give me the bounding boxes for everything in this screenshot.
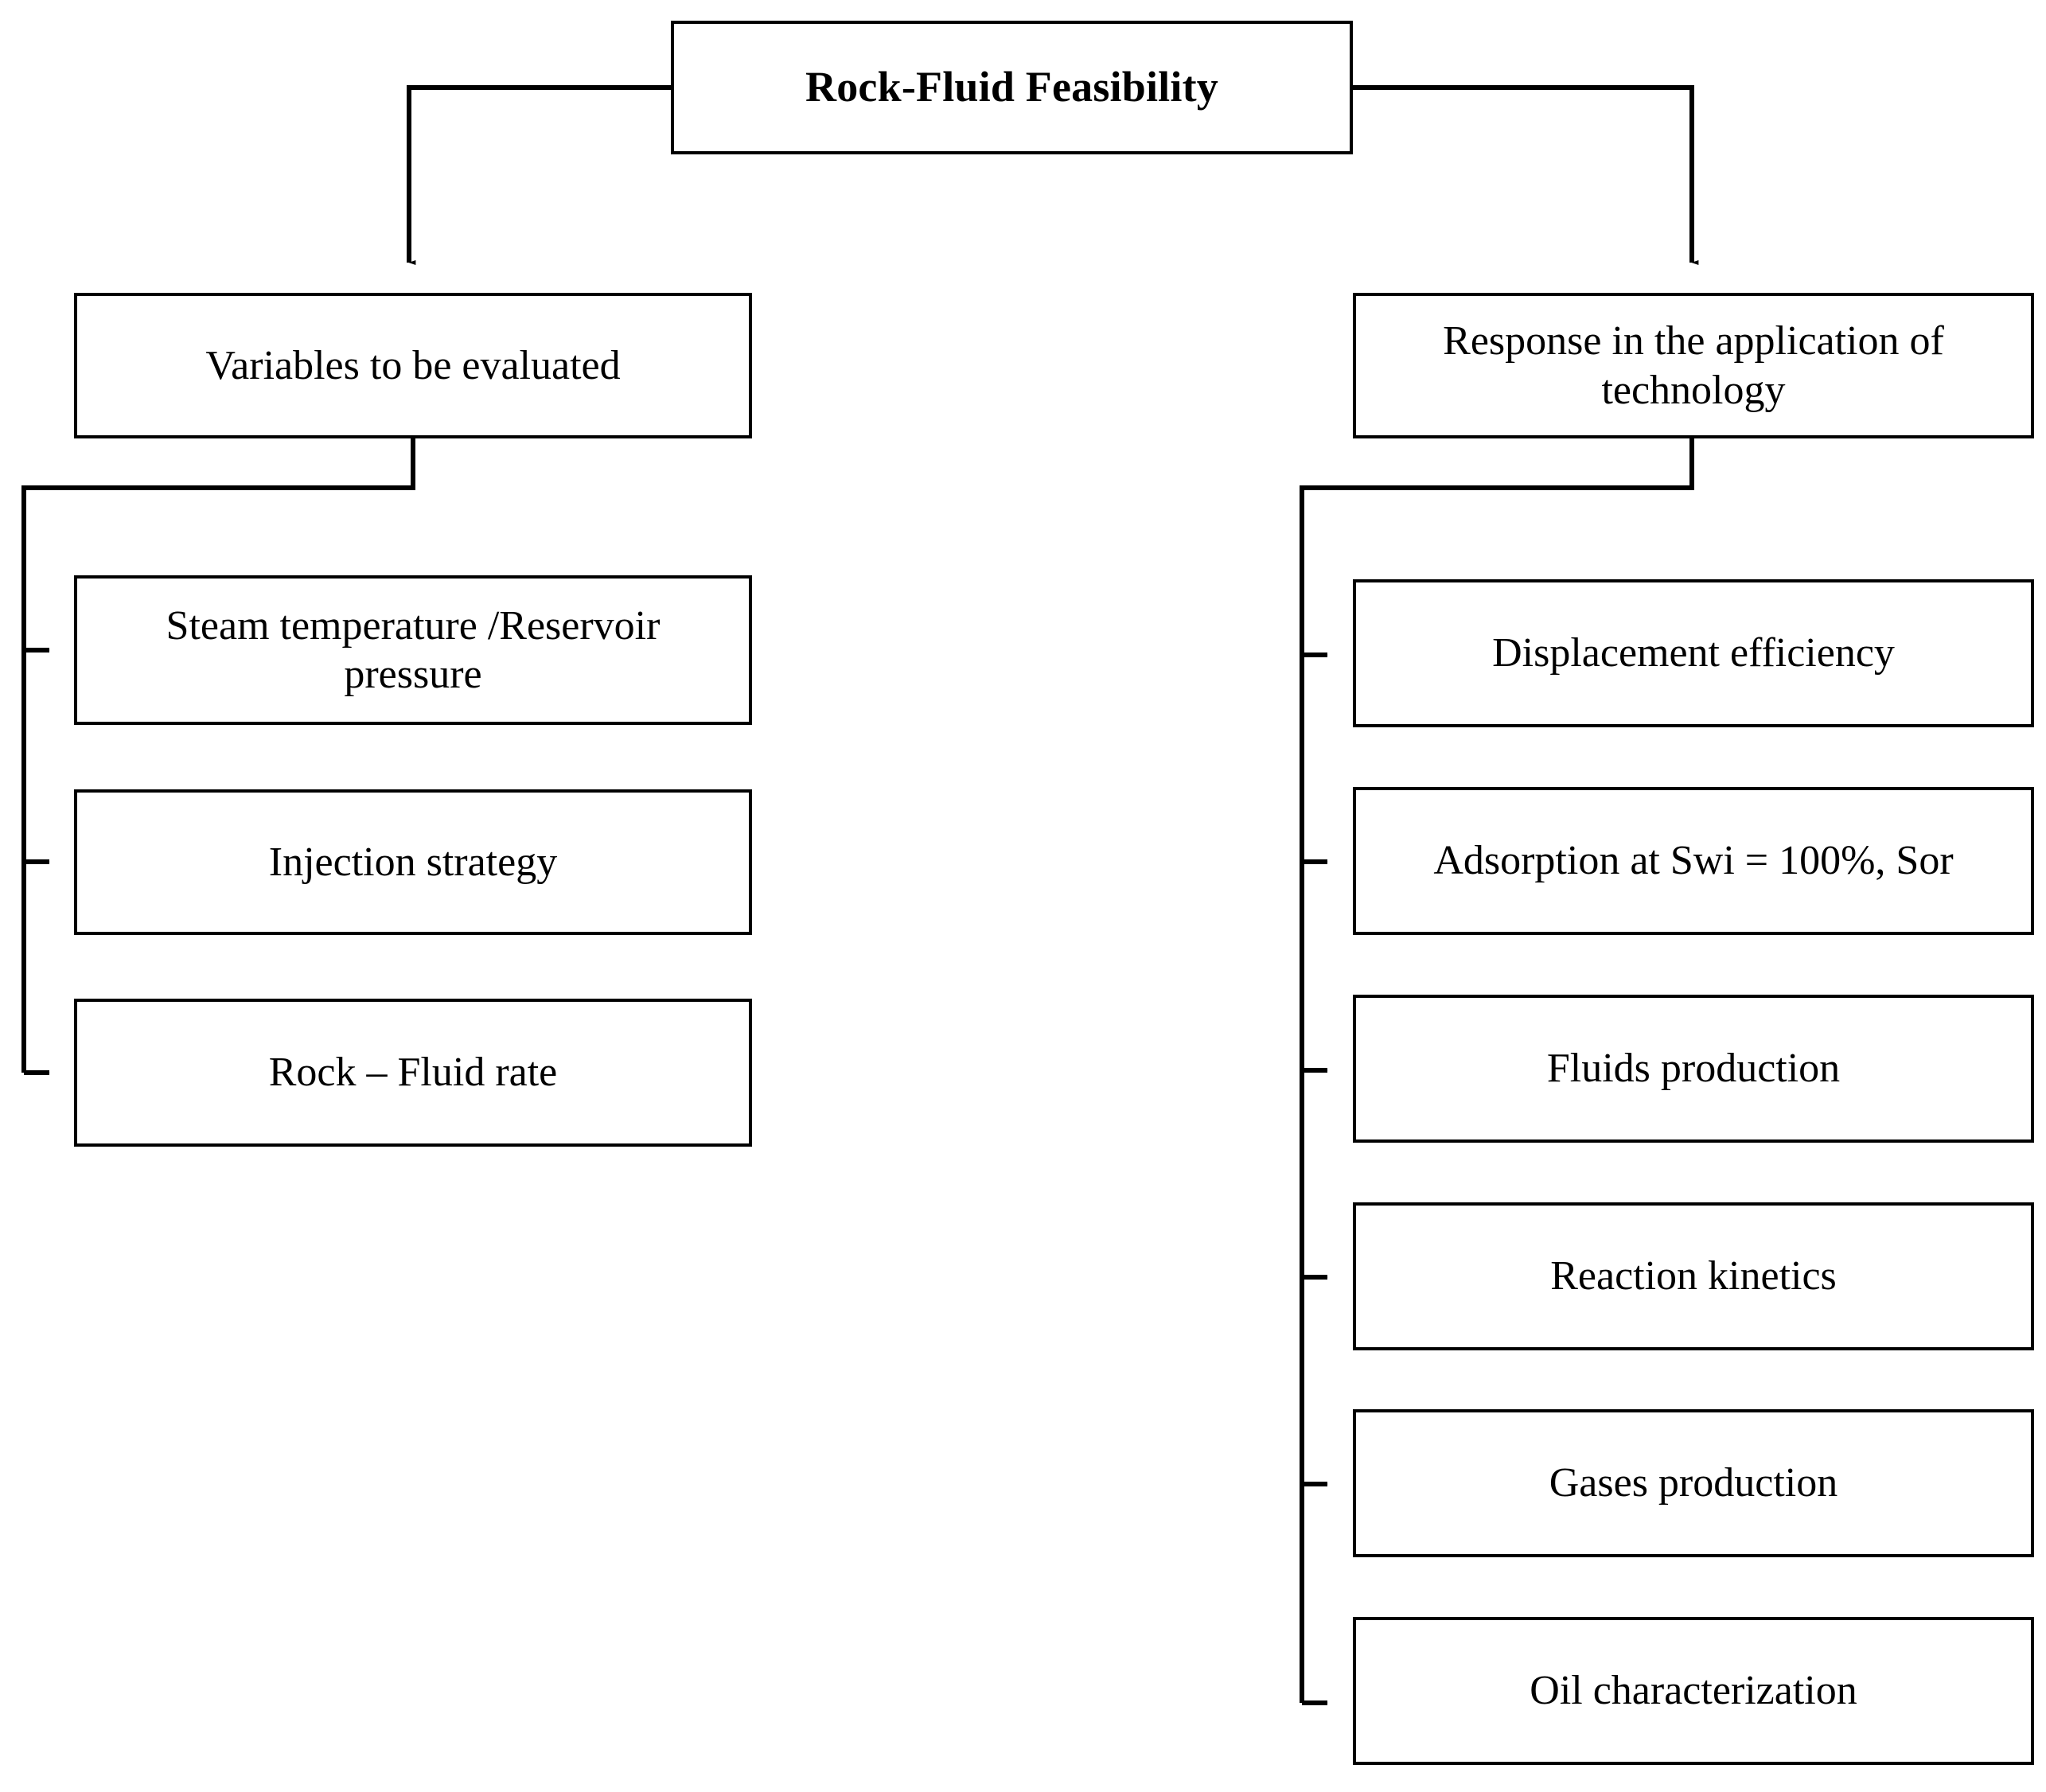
- node-label-steam-temperature-reservoir-pressure: Steam temperature /Reservoir pressure: [166, 602, 661, 697]
- node-label-displacement-efficiency: Displacement efficiency: [1492, 630, 1895, 676]
- node-label-oil-characterization: Oil characterization: [1530, 1668, 1857, 1714]
- left-trunk: [21, 438, 415, 1073]
- node-label-reaction-kinetics: Reaction kinetics: [1550, 1253, 1837, 1299]
- node-displacement-efficiency[interactable]: Displacement efficiency: [1353, 579, 2034, 727]
- node-label-gases-production: Gases production: [1549, 1460, 1838, 1506]
- node-injection-strategy[interactable]: Injection strategy: [74, 789, 752, 935]
- node-adsorption-swi-sor[interactable]: Adsorption at Swi = 100%, Sor: [1353, 787, 2034, 935]
- node-reaction-kinetics[interactable]: Reaction kinetics: [1353, 1202, 2034, 1350]
- node-fluids-production[interactable]: Fluids production: [1353, 995, 2034, 1143]
- node-rock-fluid-rate[interactable]: Rock – Fluid rate: [74, 999, 752, 1147]
- node-label-fluids-production: Fluids production: [1546, 1046, 1841, 1092]
- node-label-adsorption-swi-sor: Adsorption at Swi = 100%, Sor: [1433, 838, 1954, 884]
- edge-root-to-variables: [407, 85, 671, 265]
- node-label-rock-fluid-feasibility: Rock-Fluid Feasibility: [805, 63, 1218, 111]
- node-oil-characterization[interactable]: Oil characterization: [1353, 1617, 2034, 1765]
- node-label-variables-to-be-evaluated: Variables to be evaluated: [205, 342, 621, 388]
- node-rock-fluid-feasibility[interactable]: Rock-Fluid Feasibility: [671, 21, 1353, 154]
- node-steam-temperature-reservoir-pressure[interactable]: Steam temperature /Reservoir pressure: [74, 575, 752, 725]
- node-label-rock-fluid-rate: Rock – Fluid rate: [268, 1050, 558, 1096]
- node-variables-to-be-evaluated[interactable]: Variables to be evaluated: [74, 293, 752, 438]
- edge-root-to-response: [1353, 85, 1699, 265]
- node-response-in-application-of-technology[interactable]: Response in the application of technolog…: [1353, 293, 2034, 438]
- node-label-response-in-application-of-technology: Response in the application of technolog…: [1443, 318, 1944, 413]
- node-label-injection-strategy: Injection strategy: [268, 839, 558, 885]
- node-gases-production[interactable]: Gases production: [1353, 1409, 2034, 1557]
